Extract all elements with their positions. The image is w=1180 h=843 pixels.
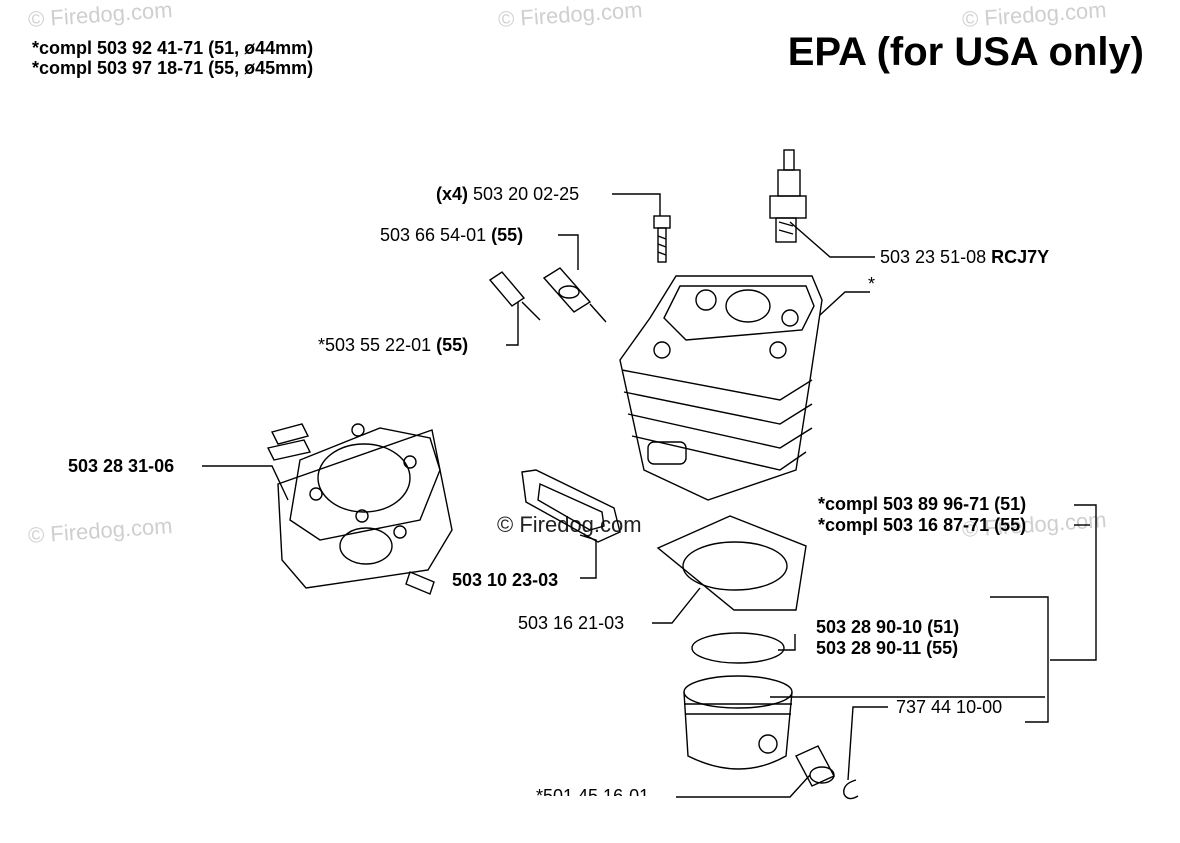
leader-ring-bracket [990, 596, 1049, 723]
circlip-drawing [843, 779, 859, 800]
header-assembly-codes: *compl 503 92 41-71 (51, ø44mm) *compl 5… [32, 38, 313, 78]
decomp-valve-drawing [488, 271, 541, 321]
leader-set-bracket [1050, 504, 1097, 661]
leader-spark-plug [789, 221, 875, 258]
leader-circlip [847, 706, 888, 781]
label-valve: 503 66 54-01 (55) [380, 225, 523, 245]
piston-pin-drawing [795, 745, 835, 787]
label-valve-model: (55) [491, 225, 524, 245]
label-bolt-qty: (x4) [436, 184, 469, 204]
label-exhaust-gasket: 503 10 23-03 [452, 570, 559, 590]
label-spark-plug-part: 503 23 51-08 [880, 247, 987, 267]
base-gasket-drawing [656, 515, 807, 611]
leader-valve [558, 234, 579, 270]
leader-cylinder [819, 291, 870, 316]
cylinder-drawing [619, 275, 823, 501]
label-set-51: *compl 503 89 96-71 (51) [818, 494, 1027, 514]
label-ring-51: 503 28 90-10 (51) [816, 617, 960, 637]
leader-gasket [579, 534, 597, 579]
label-piston-pin: *501 45 16-01 [536, 786, 650, 796]
label-bolt: (x4) 503 20 02-25 [436, 184, 579, 204]
label-spark-plug: 503 23 51-08 RCJ7Y [880, 247, 1049, 267]
leader-piston-pin [676, 774, 811, 798]
valve-drawing [542, 267, 607, 323]
carburetor-drawing [266, 423, 453, 595]
leader-carburetor [202, 465, 289, 501]
leader-bolt [612, 193, 661, 216]
label-spark-plug-type: RCJ7Y [991, 247, 1050, 267]
header-line-1: *compl 503 92 41-71 (51, ø44mm) [32, 38, 314, 58]
exhaust-gasket-drawing [521, 469, 621, 543]
label-decomp-model: (55) [436, 335, 469, 355]
label-base-gasket: 503 16 21-03 [518, 613, 625, 633]
label-decomp: *503 55 22-01 (55) [318, 335, 468, 355]
leader-decomp [506, 302, 519, 346]
header-line-2: *compl 503 97 18-71 (55, ø45mm) [32, 58, 314, 78]
piston-ring-drawing [691, 632, 785, 664]
leader-base-gasket [652, 587, 701, 624]
label-carburetor: 503 28 31-06 [68, 456, 175, 476]
label-cylinder-marker: * [868, 274, 876, 294]
label-ring-55: 503 28 90-11 (55) [816, 638, 959, 658]
bolt-drawing [653, 215, 671, 263]
piston-drawing [683, 675, 793, 770]
label-decomp-part: *503 55 22-01 [318, 335, 432, 355]
page-title: EPA (for USA only) [787, 30, 1144, 74]
label-set-55: *compl 503 16 87-71 (55) [818, 515, 1027, 535]
label-valve-part: 503 66 54-01 [380, 225, 487, 245]
spark-plug-drawing [769, 149, 807, 243]
label-circlip: 737 44 10-00 [896, 697, 1003, 717]
label-bolt-part: 503 20 02-25 [473, 184, 580, 204]
